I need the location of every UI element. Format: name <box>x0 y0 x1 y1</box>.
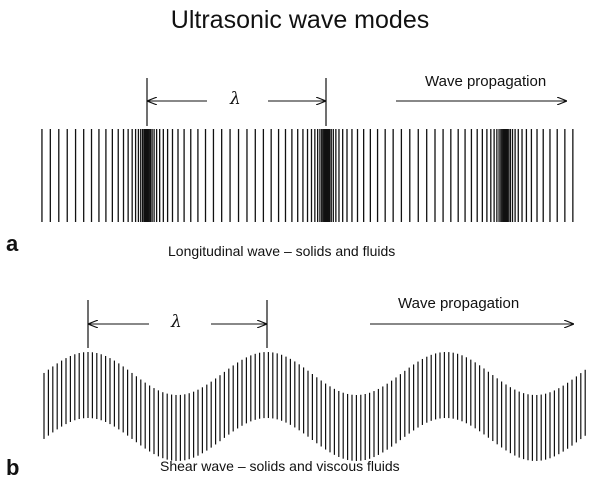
longitudinal-propagation-label: Wave propagation <box>425 73 547 90</box>
longitudinal-wave-bars <box>41 129 574 222</box>
longitudinal-wavelength-dimension <box>146 78 327 126</box>
panel-a-letter: a <box>6 231 19 256</box>
shear-wavelength-symbol: λ <box>171 312 182 332</box>
longitudinal-wavelength-symbol: λ <box>230 89 241 109</box>
shear-wave-caption: Shear wave – solids and viscous fluids <box>160 458 400 474</box>
shear-wavelength-dimension <box>87 300 268 348</box>
shear-propagation-label: Wave propagation <box>398 295 520 312</box>
panel-b-letter: b <box>6 455 20 480</box>
longitudinal-wave-caption: Longitudinal wave – solids and fluids <box>168 243 396 259</box>
figure-title: Ultrasonic wave modes <box>170 6 430 34</box>
shear-wave-bars <box>43 352 586 461</box>
